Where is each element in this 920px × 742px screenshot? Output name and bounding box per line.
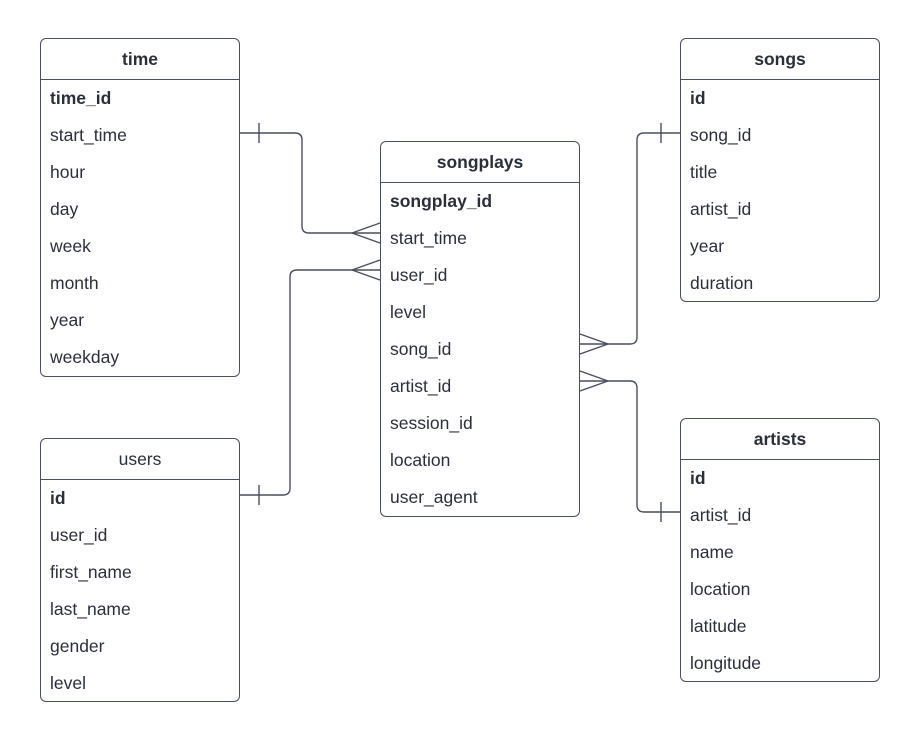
connector-songs-songplays	[608, 132, 680, 345]
field-songs-artist_id[interactable]: artist_id	[690, 199, 752, 219]
field-time-weekday[interactable]: weekday	[50, 347, 120, 367]
field-users-last_name[interactable]: last_name	[50, 599, 131, 619]
field-songplays-user_agent[interactable]: user_agent	[390, 487, 478, 507]
field-songs-id[interactable]: id	[690, 88, 706, 108]
field-artists-artist_id[interactable]: artist_id	[690, 505, 752, 525]
field-time-week[interactable]: week	[50, 236, 91, 256]
field-users-level[interactable]: level	[50, 673, 86, 693]
field-artists-id[interactable]: id	[690, 468, 706, 488]
field-songplays-session_id[interactable]: session_id	[390, 413, 473, 433]
entity-title-songplays: songplays	[381, 142, 579, 183]
field-songplays-artist_id[interactable]: artist_id	[390, 376, 452, 396]
field-time-hour[interactable]: hour	[50, 162, 86, 182]
field-time-time_id[interactable]: time_id	[50, 88, 112, 108]
cardinality-many-foot-songplays-start-time	[351, 222, 381, 244]
entity-title-time: time	[41, 39, 239, 80]
field-songplays-user_id[interactable]: user_id	[390, 265, 448, 285]
entity-title-users: users	[41, 439, 239, 480]
field-users-gender[interactable]: gender	[50, 636, 105, 656]
field-time-year[interactable]: year	[50, 310, 85, 330]
field-time-start_time[interactable]: start_time	[50, 125, 127, 145]
cardinality-many-foot-songplays-song-id	[579, 333, 609, 355]
connector-artists-songplays	[608, 380, 680, 513]
field-time-month[interactable]: month	[50, 273, 99, 293]
field-songs-duration[interactable]: duration	[690, 273, 754, 293]
field-songplays-songplay_id[interactable]: songplay_id	[390, 191, 493, 211]
field-users-user_id[interactable]: user_id	[50, 525, 108, 545]
cardinality-many-foot-songplays-user-id	[351, 259, 381, 281]
field-songs-song_id[interactable]: song_id	[690, 125, 752, 145]
connector-time-songplays	[240, 132, 352, 234]
entity-title-artists: artists	[681, 419, 879, 460]
field-artists-name[interactable]: name	[690, 542, 734, 562]
connector-users-songplays	[240, 269, 352, 496]
entity-title-songs: songs	[681, 39, 879, 80]
field-users-first_name[interactable]: first_name	[50, 562, 132, 582]
field-songs-title[interactable]: title	[690, 162, 718, 182]
cardinality-many-foot-songplays-artist-id	[579, 370, 609, 392]
field-songplays-level[interactable]: level	[390, 302, 426, 322]
field-songs-year[interactable]: year	[690, 236, 725, 256]
field-users-id[interactable]: id	[50, 488, 66, 508]
field-artists-latitude[interactable]: latitude	[690, 616, 747, 636]
field-time-day[interactable]: day	[50, 199, 79, 219]
field-artists-longitude[interactable]: longitude	[690, 653, 762, 673]
field-songplays-start_time[interactable]: start_time	[390, 228, 467, 248]
field-artists-location[interactable]: location	[690, 579, 751, 599]
field-songplays-location[interactable]: location	[390, 450, 451, 470]
field-songplays-song_id[interactable]: song_id	[390, 339, 452, 359]
